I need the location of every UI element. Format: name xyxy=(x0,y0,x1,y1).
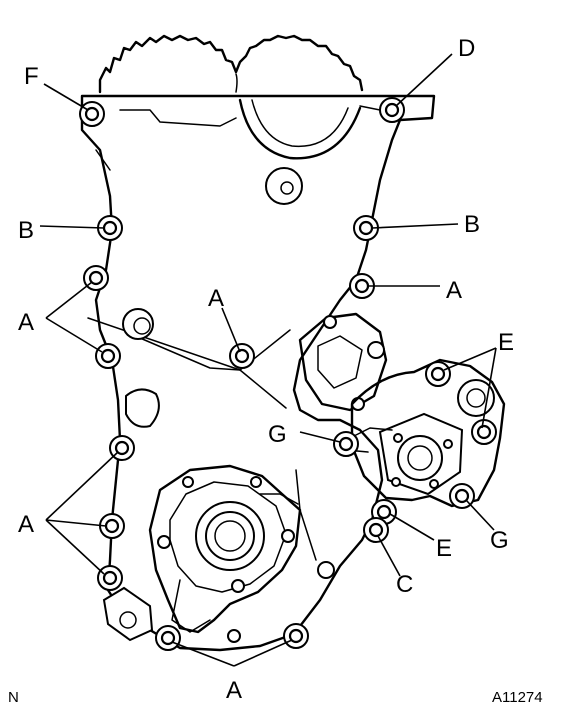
oil-pump-housing xyxy=(148,464,302,634)
bolts xyxy=(79,97,497,651)
bolt-g-1 xyxy=(333,431,359,457)
bolt-c xyxy=(363,517,389,543)
label-g-left: G xyxy=(268,421,287,448)
water-pump xyxy=(345,358,506,508)
bolt-a-8 xyxy=(155,625,181,651)
figure-code: A11274 xyxy=(492,689,543,706)
bolt-e-1 xyxy=(425,361,451,387)
label-a-left-upper: A xyxy=(18,309,34,336)
label-f: F xyxy=(24,63,39,90)
label-b-right: B xyxy=(464,211,480,238)
bolt-a-6 xyxy=(99,513,125,539)
callout-labels: F D B B A A A E G A E G C A xyxy=(18,35,514,704)
bolt-f xyxy=(79,101,105,127)
water-pump-bracket xyxy=(298,312,388,412)
bolt-a-9 xyxy=(283,623,309,649)
label-e-lower: E xyxy=(436,535,452,562)
label-a-left-lower: A xyxy=(18,511,34,538)
label-e-upper: E xyxy=(498,329,514,356)
label-a-center: A xyxy=(208,285,224,312)
bolt-a-2 xyxy=(95,343,121,369)
label-a-bottom: A xyxy=(226,677,242,704)
label-d: D xyxy=(458,35,475,62)
camshaft-sprockets xyxy=(98,34,364,160)
label-b-left: B xyxy=(18,217,34,244)
leader-lines xyxy=(39,53,497,667)
bolt-e-2 xyxy=(471,419,497,445)
bolt-a-7 xyxy=(97,565,123,591)
corner-letter: N xyxy=(8,689,19,706)
bolt-a-3 xyxy=(229,343,255,369)
label-c: C xyxy=(396,571,413,598)
label-g-right: G xyxy=(490,527,509,554)
label-a-right: A xyxy=(446,277,462,304)
bolt-a-4 xyxy=(349,273,375,299)
